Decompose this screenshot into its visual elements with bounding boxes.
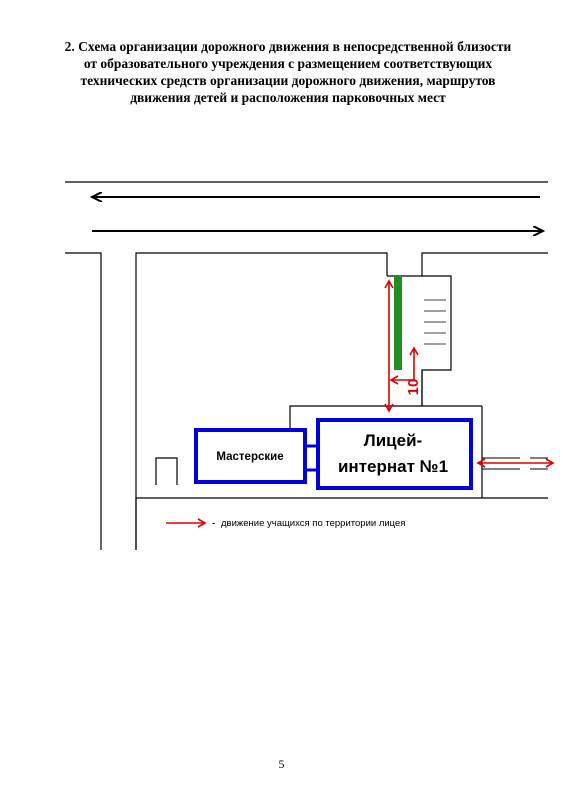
lyceum-label-line2: интернат №1 [338,457,448,476]
building-lyceum: Лицей- интернат №1 [316,418,473,490]
route-exit-arrow-head-right [545,458,555,468]
parking-space-markings [424,299,446,345]
green-pedestrian-strip [394,276,402,370]
building-workshops: Мастерские [194,428,307,484]
legend: - движение учащихся по территории лицея [166,518,405,529]
parking-area [289,275,483,498]
route-exit-arrow-head-left [476,458,486,468]
student-route-arrows [384,279,555,468]
route-arrow-head-top [384,279,394,289]
road [65,181,548,231]
lyceum-label-line1: Лицей- [364,431,422,450]
route-arrow-head-left [389,375,399,385]
street-curbs [65,252,548,550]
legend-arrow-head [197,518,207,528]
curb-right-block [421,252,548,276]
route-arrow-head-up [409,346,419,356]
route-arrow-head-bottom [384,403,394,413]
lyceum-outline [316,418,473,490]
curb-left-block [65,252,102,550]
workshops-outline [194,428,307,484]
speed-sign-10: 10 [405,379,422,396]
legend-text: движение учащихся по территории лицея [221,518,405,529]
workshops-label: Мастерские [216,451,283,463]
page-number: 5 [278,757,285,771]
curb-left-stub [155,457,178,485]
exit-path-lines [482,457,548,470]
curb-territory-boundary [135,252,388,550]
curb-lower-territory [135,497,548,550]
legend-dash: - [212,518,215,529]
parking-outline [289,275,452,428]
page-title: 2. Схема организации дорожного движения … [64,39,512,105]
connector-passage [305,444,318,472]
